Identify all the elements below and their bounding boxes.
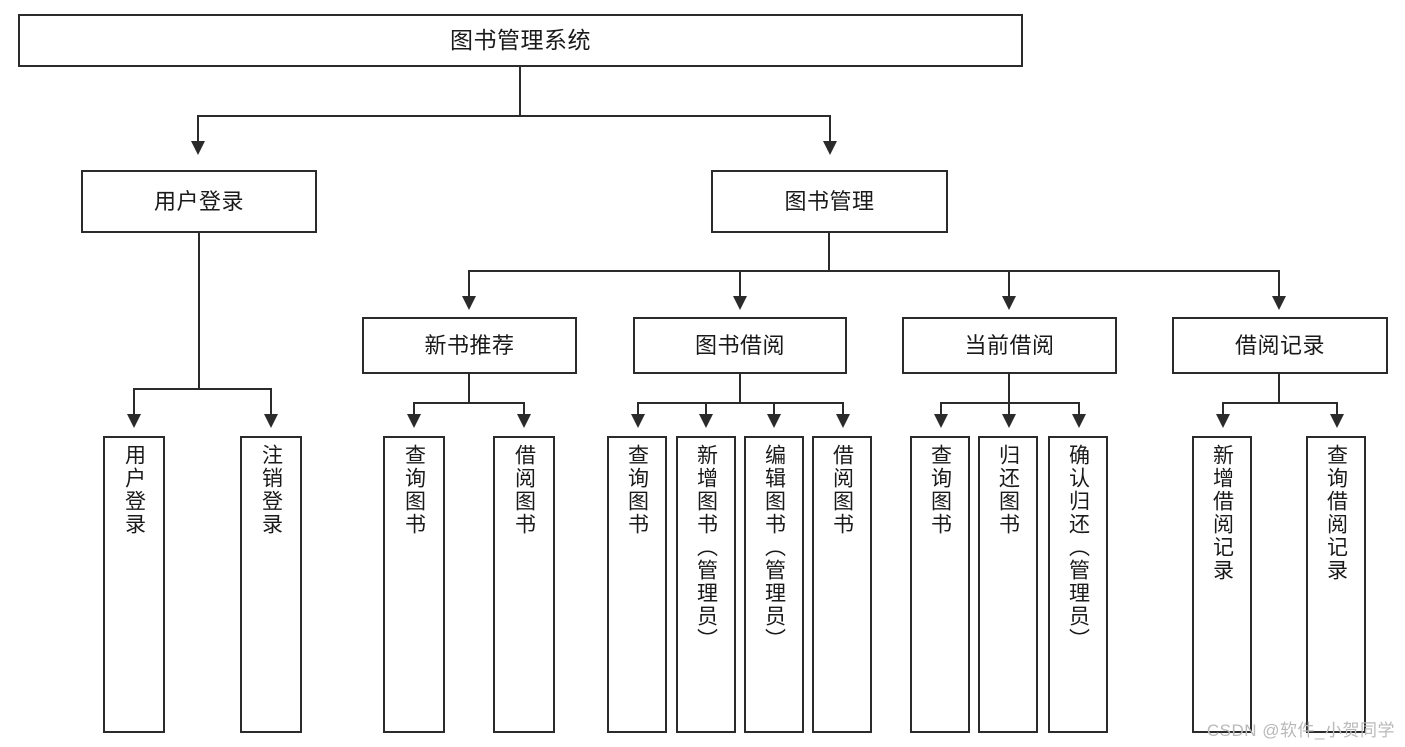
connector-borrow-record-bus: [1222, 402, 1336, 404]
node-leaf-user-login[interactable]: 用户登录: [103, 436, 165, 733]
node-leaf-edit-book-admin[interactable]: 编辑图书（管理员）: [744, 436, 804, 733]
connector-borrow-record-stem: [1278, 374, 1280, 402]
connector-new-book-drop-2: [523, 402, 525, 416]
connector-root-to-user-login: [197, 115, 199, 143]
node-label: 查询借阅记录: [1324, 444, 1348, 582]
connector-borrow-record-drop-2: [1336, 402, 1338, 416]
connector-root-bus: [197, 115, 831, 117]
node-new-book-recommend[interactable]: 新书推荐: [362, 317, 577, 374]
node-leaf-return-book[interactable]: 归还图书: [978, 436, 1038, 733]
node-root-book-management-system[interactable]: 图书管理系统: [18, 14, 1023, 67]
connector-root-to-book-management: [829, 115, 831, 143]
connector-book-borrow-drop-3: [773, 402, 775, 416]
arrow-book-borrow-leaf-3-icon: [767, 414, 781, 428]
node-label: 归还图书: [996, 444, 1020, 536]
connector-borrow-record-drop-1: [1222, 402, 1224, 416]
connector-new-book-stem: [468, 374, 470, 402]
arrow-user-login-leaf-2-icon: [264, 414, 278, 428]
node-label: 当前借阅: [964, 332, 1055, 358]
node-label: 图书借阅: [694, 332, 785, 358]
connector-user-login-bus: [133, 388, 270, 390]
connector-drop-book-borrow: [739, 270, 741, 298]
node-label: 新增借阅记录: [1210, 444, 1234, 582]
node-label: 图书管理系统: [450, 26, 591, 53]
node-label: 注销登录: [259, 444, 283, 536]
arrow-book-borrow-leaf-2-icon: [699, 414, 713, 428]
node-book-management[interactable]: 图书管理: [711, 170, 948, 233]
arrow-current-borrow-leaf-1-icon: [934, 414, 948, 428]
connector-current-borrow-bus: [940, 402, 1080, 404]
connector-current-borrow-drop-2: [1008, 402, 1010, 416]
connector-root-stem: [519, 67, 521, 115]
arrow-current-borrow-leaf-2-icon: [1002, 414, 1016, 428]
arrow-to-book-management-icon: [823, 141, 837, 155]
node-label: 查询图书: [928, 444, 952, 536]
connector-user-login-drop-1: [133, 388, 135, 416]
connector-book-borrow-bus: [637, 402, 842, 404]
arrow-new-book-icon: [462, 296, 476, 310]
connector-book-borrow-drop-4: [842, 402, 844, 416]
connector-book-borrow-stem: [739, 374, 741, 402]
arrow-borrow-record-icon: [1272, 296, 1286, 310]
arrow-new-book-leaf-1-icon: [407, 414, 421, 428]
node-leaf-borrow-book-2[interactable]: 借阅图书: [812, 436, 872, 733]
arrow-current-borrow-leaf-3-icon: [1072, 414, 1086, 428]
connector-current-borrow-drop-1: [940, 402, 942, 416]
connector-current-borrow-stem: [1008, 374, 1010, 402]
connector-user-login-drop-2: [270, 388, 272, 416]
node-label: 借阅图书: [512, 444, 536, 536]
connector-book-borrow-drop-2: [705, 402, 707, 416]
arrow-book-borrow-leaf-4-icon: [836, 414, 850, 428]
connector-drop-new-book: [468, 270, 470, 298]
node-label: 借阅记录: [1234, 332, 1325, 358]
node-user-login[interactable]: 用户登录: [81, 170, 317, 233]
node-label: 新增图书（管理员）: [694, 444, 718, 651]
node-label: 新书推荐: [424, 332, 515, 358]
arrow-book-borrow-leaf-1-icon: [631, 414, 645, 428]
node-leaf-query-borrow-record[interactable]: 查询借阅记录: [1306, 436, 1366, 733]
connector-user-login-stem: [198, 233, 200, 388]
connector-new-book-drop-1: [413, 402, 415, 416]
arrow-new-book-leaf-2-icon: [517, 414, 531, 428]
node-leaf-query-book-1[interactable]: 查询图书: [383, 436, 445, 733]
arrow-to-user-login-icon: [191, 141, 205, 155]
node-label: 用户登录: [122, 444, 146, 536]
node-leaf-query-book-3[interactable]: 查询图书: [910, 436, 970, 733]
connector-drop-borrow-record: [1278, 270, 1280, 298]
node-leaf-add-borrow-record[interactable]: 新增借阅记录: [1192, 436, 1252, 733]
connector-book-borrow-drop-1: [637, 402, 639, 416]
node-leaf-logout[interactable]: 注销登录: [240, 436, 302, 733]
node-label: 编辑图书（管理员）: [762, 444, 786, 651]
connector-current-borrow-drop-3: [1078, 402, 1080, 416]
node-leaf-add-book-admin[interactable]: 新增图书（管理员）: [676, 436, 736, 733]
connector-book-management-stem: [828, 233, 830, 270]
arrow-book-borrow-icon: [733, 296, 747, 310]
arrow-borrow-record-leaf-2-icon: [1330, 414, 1344, 428]
arrow-borrow-record-leaf-1-icon: [1216, 414, 1230, 428]
arrow-user-login-leaf-1-icon: [127, 414, 141, 428]
connector-new-book-bus: [413, 402, 525, 404]
connector-drop-current-borrow: [1008, 270, 1010, 298]
node-borrow-record[interactable]: 借阅记录: [1172, 317, 1388, 374]
connector-level3-bus: [468, 270, 1280, 272]
node-book-borrow[interactable]: 图书借阅: [633, 317, 847, 374]
node-label: 查询图书: [625, 444, 649, 536]
node-leaf-query-book-2[interactable]: 查询图书: [607, 436, 667, 733]
node-current-borrow[interactable]: 当前借阅: [902, 317, 1117, 374]
node-leaf-borrow-book-1[interactable]: 借阅图书: [493, 436, 555, 733]
node-label: 确认归还（管理员）: [1066, 444, 1090, 651]
node-label: 图书管理: [784, 188, 875, 214]
node-leaf-confirm-return-admin[interactable]: 确认归还（管理员）: [1048, 436, 1108, 733]
arrow-current-borrow-icon: [1002, 296, 1016, 310]
node-label: 查询图书: [402, 444, 426, 536]
node-label: 用户登录: [153, 188, 244, 214]
node-label: 借阅图书: [830, 444, 854, 536]
